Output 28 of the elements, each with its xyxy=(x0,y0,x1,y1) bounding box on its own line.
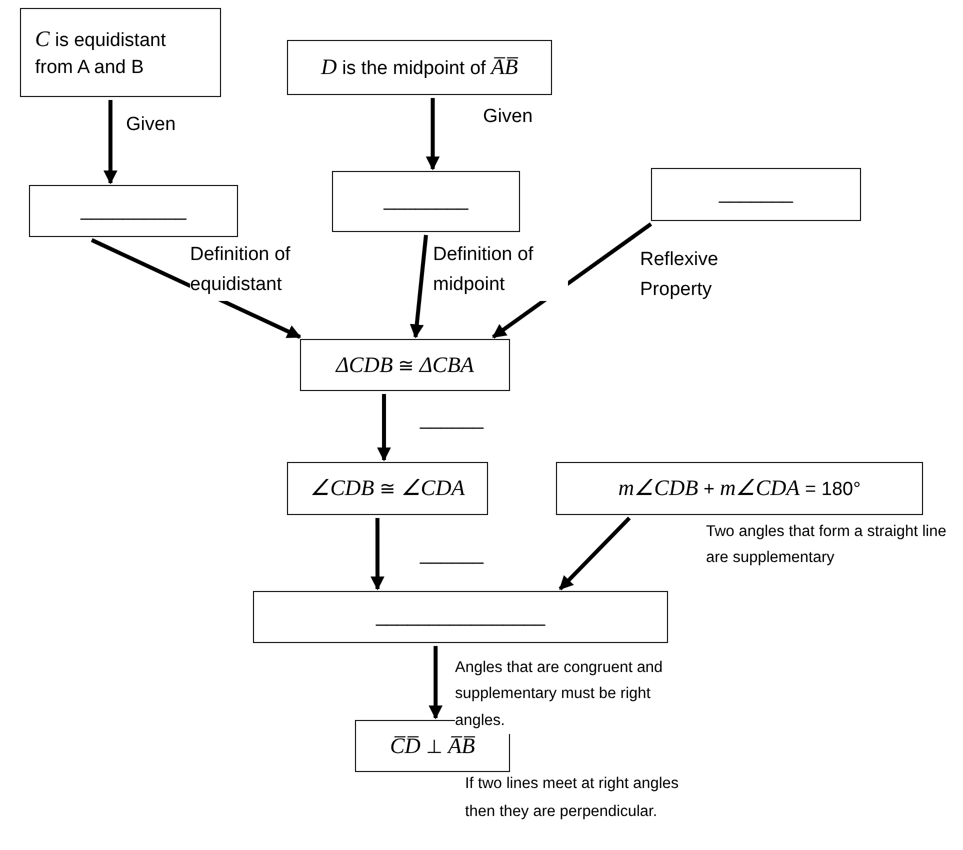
statement-text: C is equidistant from A and B xyxy=(35,24,167,80)
statement-box xyxy=(20,8,221,97)
statement-box xyxy=(556,462,923,515)
arrow xyxy=(377,394,391,462)
arrow xyxy=(370,518,384,590)
arrow xyxy=(410,234,428,338)
arrow xyxy=(103,100,118,184)
arrow xyxy=(558,516,631,590)
arrow xyxy=(90,238,302,339)
statement-box xyxy=(29,185,238,237)
statement-text: D is the midpoint of A̅B̅ xyxy=(321,53,518,82)
statement-box xyxy=(300,339,510,391)
statement-box xyxy=(332,171,520,232)
statement-box xyxy=(287,40,552,95)
statement-box xyxy=(651,168,861,221)
statement-text: m∠CDB + m∠CDA = 180° xyxy=(618,474,861,502)
statement-text: C̅D̅ ⊥ A̅B̅ xyxy=(390,732,475,760)
statement-text: ΔCDB ≅ ΔCBA xyxy=(336,350,474,379)
arrow xyxy=(426,98,440,170)
statement-box xyxy=(287,462,488,515)
statement-text: ________________ xyxy=(376,604,546,629)
statement-text: ________ xyxy=(384,189,468,214)
statement-text: ∠CDB ≅ ∠CDA xyxy=(310,474,465,502)
arrow xyxy=(428,646,443,720)
statement-text: __________ xyxy=(80,198,186,223)
reason-text: If two lines meet at right angles then they are perpendicular. xyxy=(465,774,680,822)
statement-box xyxy=(253,591,668,643)
statement-text: _______ xyxy=(719,182,793,206)
